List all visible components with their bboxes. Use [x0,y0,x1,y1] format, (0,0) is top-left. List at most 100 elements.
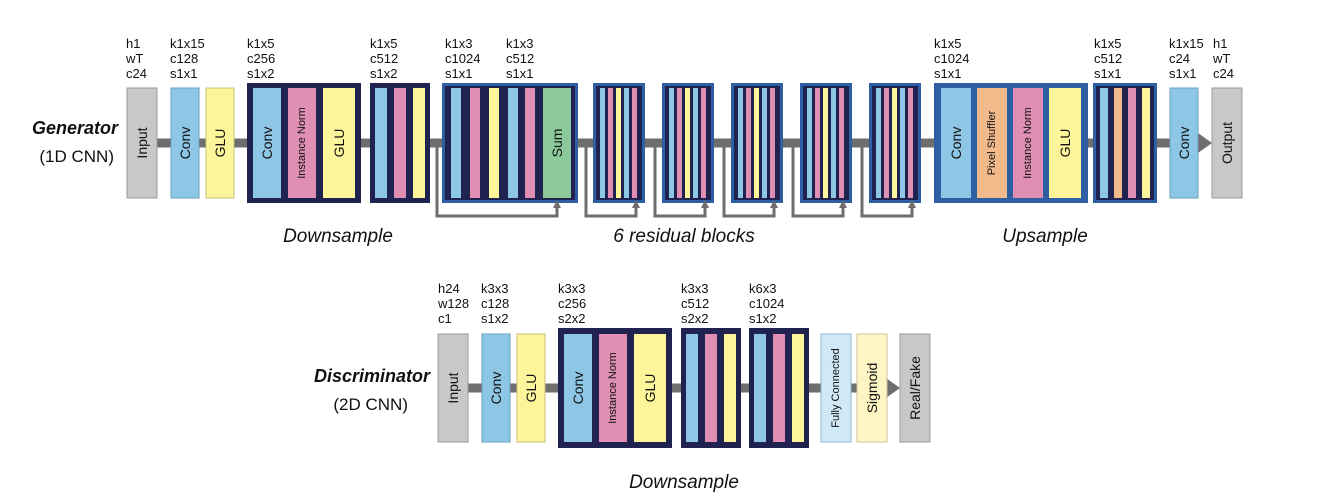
svg-text:k1x3: k1x3 [506,36,533,51]
svg-text:w128: w128 [437,296,469,311]
discriminator-sigmoid-label: Sigmoid [864,363,880,414]
generator-up2-conv [1100,88,1108,198]
generator-input-block [126,87,158,199]
generator-res3 [662,83,714,203]
generator-res6 [869,83,921,203]
generator-conv-out-label: Conv [1176,127,1192,160]
svg-text:c512: c512 [506,51,534,66]
discriminator-down1-norm-label: Instance Norm [607,352,619,424]
svg-text:k3x3: k3x3 [481,281,508,296]
discriminator-down1-glu-label: GLU [642,374,658,403]
discriminator-output-block [899,333,931,443]
generator-res1-conv-b [508,88,518,198]
discriminator-fc-label: Fully Connected [830,348,842,428]
svg-text:c24: c24 [1169,51,1190,66]
svg-text:k1x5: k1x5 [934,36,961,51]
generator-res1-params-b: k1x3 c512 s1x1 [506,36,534,81]
svg-text:c1024: c1024 [749,296,784,311]
generator-output-label: Output [1219,122,1235,164]
generator-up2-params: k1x5 c512 s1x1 [1094,36,1122,81]
svg-text:k1x15: k1x15 [1169,36,1204,51]
svg-text:k1x5: k1x5 [247,36,274,51]
generator-down1-norm-label: Instance Norm [296,107,308,179]
discriminator-sigmoid-block [856,333,888,443]
svg-text:s2x2: s2x2 [558,311,585,326]
generator-conv1-block [170,87,200,199]
generator-res1-conv-a [451,88,461,198]
discriminator-conv1-params: k3x3 c128 s1x2 [481,281,509,326]
generator-up1-norm-label: Instance Norm [1022,107,1034,179]
svg-text:s1x2: s1x2 [370,66,397,81]
svg-text:wT: wT [125,51,143,66]
generator-down2-params: k1x5 c512 s1x2 [370,36,398,81]
generator-glu1-label: GLU [212,129,228,158]
generator-up2-glu [1142,88,1150,198]
svg-text:c1: c1 [438,311,452,326]
generator-conv1-label: Conv [177,127,193,160]
svg-text:c128: c128 [170,51,198,66]
discriminator-conv1-label: Conv [488,372,504,405]
svg-text:s1x2: s1x2 [749,311,776,326]
svg-text:k1x15: k1x15 [170,36,205,51]
generator-res4 [731,83,783,203]
generator-down1-glu [323,88,355,198]
discriminator-down3-conv [754,334,766,442]
generator-down1-glu-label: GLU [331,129,347,158]
generator-output-block [1211,87,1243,199]
svg-text:k3x3: k3x3 [681,281,708,296]
generator-up1-conv-label: Conv [948,127,964,160]
svg-text:h1: h1 [1213,36,1227,51]
svg-text:s2x2: s2x2 [681,311,708,326]
svg-text:h24: h24 [438,281,460,296]
generator-caption-residual: 6 residual blocks [613,226,755,247]
generator-up1-glu [1049,88,1081,198]
generator-up1-conv [941,88,971,198]
svg-text:k1x5: k1x5 [1094,36,1121,51]
svg-text:c256: c256 [558,296,586,311]
generator-down2-conv [375,88,387,198]
svg-text:c256: c256 [247,51,275,66]
svg-text:k1x5: k1x5 [370,36,397,51]
svg-text:c24: c24 [126,66,147,81]
discriminator-down1-params: k3x3 c256 s2x2 [558,281,586,326]
generator: Generator (1D CNN) h1 wT c24 Input k1x15… [32,36,1243,247]
generator-caption-upsample: Upsample [1002,226,1088,247]
discriminator-caption-downsample: Downsample [629,472,739,493]
generator-down2-norm [394,88,406,198]
generator-down1-params: k1x5 c256 s1x2 [247,36,275,81]
generator-output-arrow [1198,133,1212,153]
discriminator-down1-norm [599,334,627,442]
discriminator-input-params: h24 w128 c1 [437,281,469,326]
generator-glu1-block [205,87,235,199]
generator-res1-params-a: k1x3 c1024 s1x1 [445,36,480,81]
discriminator-input-block [437,333,469,443]
generator-down1-conv [253,88,281,198]
svg-text:c24: c24 [1213,66,1234,81]
generator-conv-out-params: k1x15 c24 s1x1 [1169,36,1204,81]
generator-up2-shuffler [1114,88,1122,198]
svg-text:c512: c512 [370,51,398,66]
generator-up2-norm [1128,88,1136,198]
generator-title: Generator [32,118,119,138]
discriminator: Discriminator (2D CNN) h24 w128 c1 Input… [314,281,931,493]
discriminator-down3-params: k6x3 c1024 s1x2 [749,281,784,326]
svg-text:wT: wT [1212,51,1230,66]
generator-res2 [593,83,645,203]
discriminator-output-arrow [886,378,900,398]
discriminator-down2-params: k3x3 c512 s2x2 [681,281,709,326]
generator-up1-params: k1x5 c1024 s1x1 [934,36,969,81]
generator-down1-norm [288,88,316,198]
generator-res1-sum [543,88,571,198]
svg-text:s1x1: s1x1 [170,66,197,81]
discriminator-down3-glu [792,334,804,442]
generator-conv1-params: k1x15 c128 s1x1 [170,36,205,81]
svg-text:s1x2: s1x2 [247,66,274,81]
svg-text:c128: c128 [481,296,509,311]
generator-subtitle: (1D CNN) [39,147,114,166]
svg-text:s1x2: s1x2 [481,311,508,326]
generator-up1-norm [1013,88,1043,198]
generator-output-params: h1 wT c24 [1212,36,1234,81]
generator-caption-downsample: Downsample [283,226,393,247]
discriminator-down3-norm [773,334,785,442]
svg-text:s1x1: s1x1 [506,66,533,81]
